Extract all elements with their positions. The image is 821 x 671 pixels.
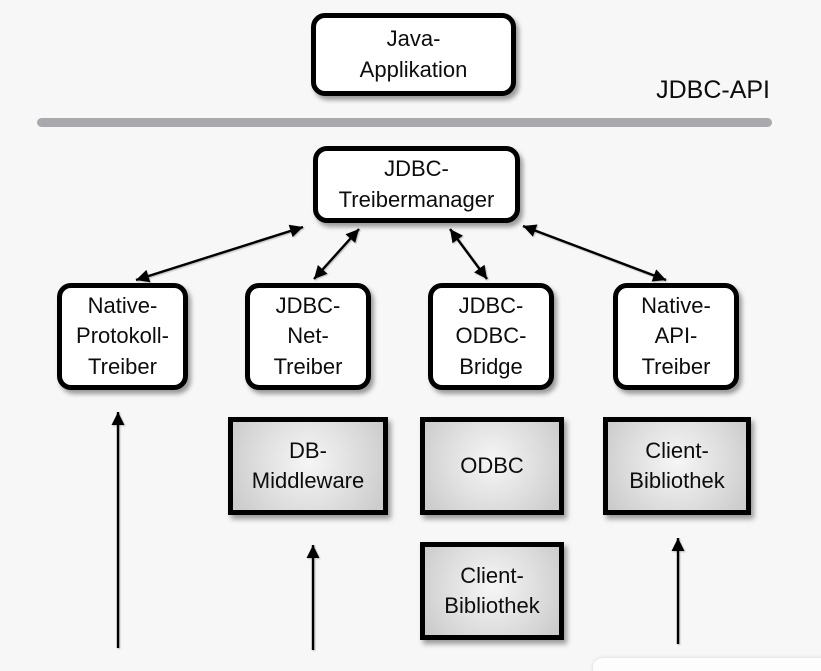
arrow-treibermanager-native-api xyxy=(522,224,667,282)
node-native-api-treiber: Native- API- Treiber xyxy=(613,283,739,390)
cutoff-box-bottom-right xyxy=(593,658,821,671)
node-jdbc-odbc-bridge: JDBC- ODBC- Bridge xyxy=(428,283,554,390)
node-java-application: Java- Applikation xyxy=(311,13,516,96)
node-client-bibliothek-right: Client- Bibliothek xyxy=(603,417,751,515)
jdbc-api-divider-line xyxy=(37,118,772,127)
arrow-treibermanager-jdbc-net xyxy=(313,228,360,280)
node-native-protokoll-treiber: Native- Protokoll- Treiber xyxy=(57,283,188,390)
jdbc-api-boundary-label: JDBC-API xyxy=(656,76,770,104)
node-db-middleware: DB- Middleware xyxy=(228,417,388,515)
arrow-treibermanager-jdbc-odbc xyxy=(449,228,488,280)
node-jdbc-net-treiber: JDBC- Net- Treiber xyxy=(245,283,371,390)
arrow-treibermanager-native-protokoll xyxy=(135,224,304,283)
node-odbc: ODBC xyxy=(420,417,564,515)
node-client-bibliothek-center: Client- Bibliothek xyxy=(420,542,564,640)
node-jdbc-treibermanager: JDBC- Treibermanager xyxy=(313,146,520,223)
